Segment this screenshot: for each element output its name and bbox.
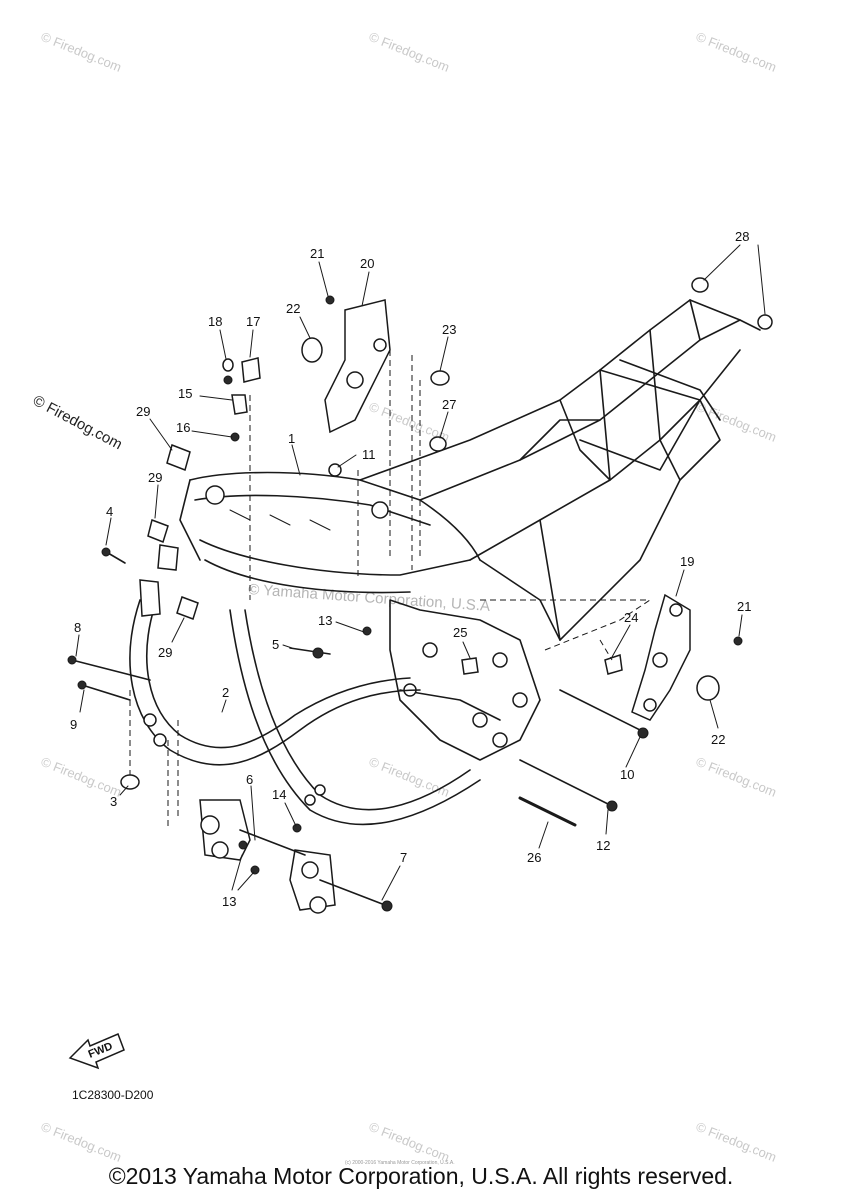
callout-29: 29 bbox=[158, 645, 172, 660]
lower-cradle bbox=[129, 599, 481, 826]
callout-1: 1 bbox=[288, 431, 295, 446]
callout-27: 27 bbox=[442, 397, 456, 412]
watermark: © Firedog.com bbox=[367, 29, 452, 75]
callout-29: 29 bbox=[148, 470, 162, 485]
assembly-lines bbox=[129, 350, 651, 830]
callout-4: 4 bbox=[106, 504, 113, 519]
engine-mount-bracket bbox=[199, 799, 336, 914]
callout-19: 19 bbox=[680, 554, 694, 569]
small-parts bbox=[120, 277, 773, 790]
callout-10: 10 bbox=[620, 767, 634, 782]
watermark: © Firedog.com bbox=[694, 29, 779, 75]
watermark: © Firedog.com bbox=[694, 754, 779, 800]
callout-29: 29 bbox=[136, 404, 150, 419]
callout-3: 3 bbox=[110, 794, 117, 809]
callout-7: 7 bbox=[400, 850, 407, 865]
callout-23: 23 bbox=[442, 322, 456, 337]
watermark: © Firedog.com bbox=[39, 29, 124, 75]
tiny-copyright-note: (c) 2000-2016 Yamaha Motor Corporation, … bbox=[345, 1160, 455, 1166]
callout-5: 5 bbox=[272, 637, 279, 652]
callout-14: 14 bbox=[272, 787, 286, 802]
bolt-group bbox=[67, 295, 743, 912]
watermark: © Firedog.com bbox=[694, 1119, 779, 1165]
callout-13: 13 bbox=[222, 894, 236, 909]
callout-25: 25 bbox=[453, 625, 467, 640]
callout-13: 13 bbox=[318, 613, 332, 628]
callout-16: 16 bbox=[176, 420, 190, 435]
callout-8: 8 bbox=[74, 620, 81, 635]
watermark: © Firedog.com bbox=[694, 399, 779, 445]
watermark: © Firedog.com bbox=[367, 754, 452, 800]
main-frame bbox=[179, 299, 761, 761]
callout-21: 21 bbox=[310, 246, 324, 261]
callout-28: 28 bbox=[735, 229, 749, 244]
fwd-arrow: FWD bbox=[68, 1033, 125, 1070]
callout-24: 24 bbox=[624, 610, 638, 625]
diagram-code: 1C28300-D200 bbox=[72, 1088, 154, 1102]
watermark: © Firedog.com bbox=[367, 1119, 452, 1165]
watermark: © Firedog.com bbox=[39, 754, 124, 800]
callout-9: 9 bbox=[70, 717, 77, 732]
callout-18: 18 bbox=[208, 314, 222, 329]
callout-22: 22 bbox=[711, 732, 725, 747]
callout-17: 17 bbox=[246, 314, 260, 329]
callout-2: 2 bbox=[222, 685, 229, 700]
watermark-center: © Yamaha Motor Corporation, U.S.A bbox=[248, 581, 491, 615]
callout-11: 11 bbox=[362, 447, 376, 462]
callout-labels: 1 2 3 4 5 6 7 8 9 10 11 12 13 13 14 15 1… bbox=[70, 229, 751, 909]
callout-15: 15 bbox=[178, 386, 192, 401]
callout-20: 20 bbox=[360, 256, 374, 271]
copyright-footer: ©2013 Yamaha Motor Corporation, U.S.A. A… bbox=[108, 1163, 734, 1189]
callout-22: 22 bbox=[286, 301, 300, 316]
callout-26: 26 bbox=[527, 850, 541, 865]
watermark: © Firedog.com bbox=[39, 1119, 124, 1165]
callout-6: 6 bbox=[246, 772, 253, 787]
callout-21: 21 bbox=[737, 599, 751, 614]
callout-12: 12 bbox=[596, 838, 610, 853]
leader-lines bbox=[75, 244, 766, 901]
